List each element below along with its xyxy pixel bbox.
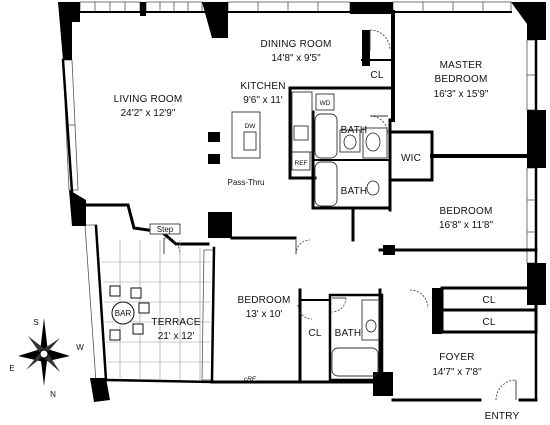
- foyer-name: FOYER: [439, 352, 474, 363]
- compass-n: N: [50, 390, 56, 399]
- bedroom-2-name: BEDROOM: [237, 295, 290, 306]
- living-room-size: 24'2" x 12'9": [121, 108, 176, 119]
- master-bedroom-name-1: MASTER: [440, 60, 483, 71]
- terrace-furniture: [109, 285, 150, 341]
- compass-rose-icon: [18, 318, 70, 386]
- bedroom-2-size: 13' x 10': [246, 309, 283, 320]
- terrace-name: TERRACE: [151, 317, 200, 328]
- bath-fixtures: [343, 132, 381, 196]
- door-leaves: [163, 30, 517, 400]
- bath-label-2: BATH: [341, 186, 368, 197]
- kitchen-size: 9'6" x 11': [243, 95, 283, 106]
- step-label: Step: [157, 225, 174, 234]
- fixtures: [231, 91, 388, 377]
- closet-label-top: CL: [482, 295, 495, 306]
- master-bedroom-name-2: BEDROOM: [434, 74, 487, 85]
- closet-label-dining: CL: [370, 70, 383, 81]
- master-bedroom-size: 16'3" x 15'9": [434, 89, 489, 100]
- dishwasher-label: DW: [245, 123, 257, 130]
- foyer-size: 14'7" x 7'8": [432, 367, 482, 378]
- closet-label-bottom: CL: [482, 317, 495, 328]
- bath-label-1: BATH: [341, 125, 368, 136]
- compass-e: E: [9, 364, 14, 373]
- bedroom-1-name: BEDROOM: [439, 206, 492, 217]
- kitchen-name: KITCHEN: [240, 81, 285, 92]
- closet-label-bedroom2: CL: [308, 328, 321, 339]
- entry-label: ENTRY: [485, 411, 520, 422]
- terrace-size: 21' x 12': [158, 331, 195, 342]
- bar-stools: [208, 132, 220, 164]
- bar-label: BAR: [115, 309, 132, 318]
- pass-thru-label: Pass-Thru: [228, 178, 265, 187]
- living-room-name: LIVING ROOM: [114, 94, 183, 105]
- dining-room-name: DINING ROOM: [260, 39, 331, 50]
- refrigerator-label: REF: [295, 160, 308, 167]
- step-box: [149, 223, 181, 235]
- dining-room-size: 14'8" x 9'5": [271, 53, 321, 64]
- logo-mark: cRE: [244, 376, 257, 383]
- wic-label: WIC: [401, 153, 421, 164]
- interior-walls: [61, 10, 538, 402]
- bedroom-1-size: 16'8" x 11'8": [439, 220, 494, 231]
- compass-s: S: [33, 318, 38, 327]
- compass-w: W: [76, 343, 84, 352]
- washer-dryer-label: WD: [320, 100, 331, 107]
- bath-label-3: BATH: [335, 328, 362, 339]
